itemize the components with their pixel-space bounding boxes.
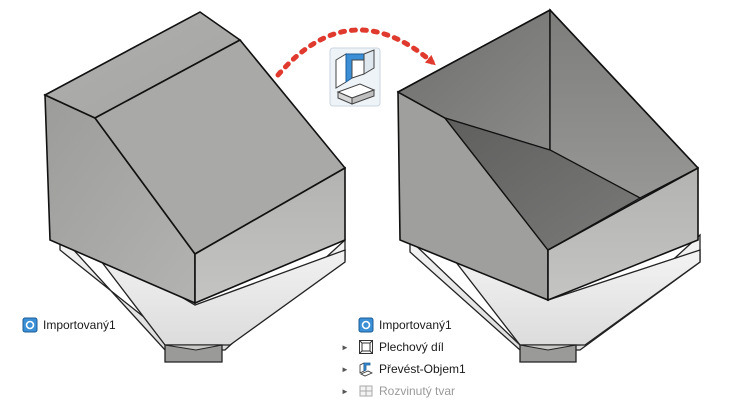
chevron-right-icon[interactable]: ► (341, 386, 349, 396)
tree-item-prevest-objem1[interactable]: ► Převést-Objem1 (340, 360, 466, 378)
tree-item-label: Převést-Objem1 (379, 362, 466, 376)
chevron-right-icon[interactable]: ► (341, 342, 349, 352)
tree-item-label: Importovaný1 (379, 318, 452, 332)
sheet-metal-hopper-model (396, 8, 701, 363)
imported-body-icon (22, 317, 38, 333)
conversion-arrow (275, 27, 436, 78)
chevron-right-icon[interactable]: ► (341, 364, 349, 374)
tree-item-label: Rozvinutý tvar (379, 384, 456, 398)
imported-body-icon (358, 317, 374, 333)
convert-to-sheet-metal-tool-icon (329, 47, 381, 107)
solid-hopper-model (43, 11, 347, 363)
tree-item-importovany1[interactable]: Importovaný1 (22, 316, 116, 334)
tree-item-rozvinuty-tvar[interactable]: ► Rozvinutý tvar (340, 382, 455, 400)
tree-item-label: Plechový díl (379, 340, 444, 354)
convert-to-sheet-metal-icon (358, 361, 374, 377)
tree-item-importovany1[interactable]: Importovaný1 (340, 316, 452, 334)
tree-item-label: Importovaný1 (43, 318, 116, 332)
flat-pattern-icon (358, 383, 374, 399)
sheet-metal-icon (358, 339, 374, 355)
tree-item-plechovy-dil[interactable]: ► Plechový díl (340, 338, 444, 356)
